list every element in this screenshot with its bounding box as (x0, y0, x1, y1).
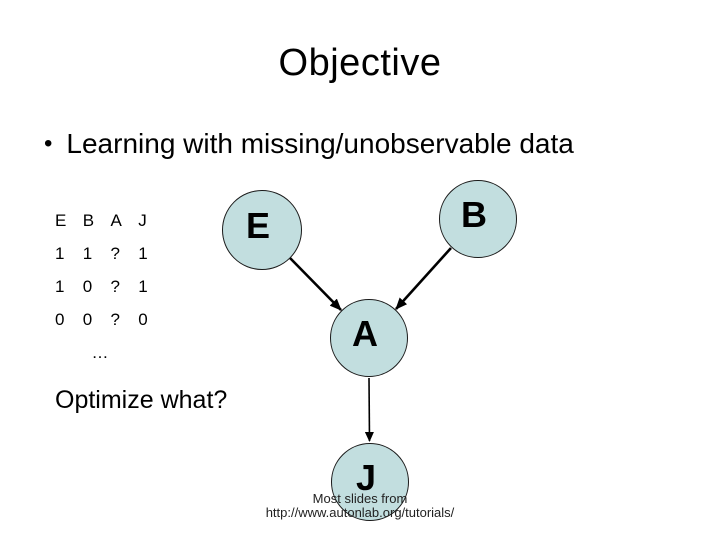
node-e-label: E (245, 205, 270, 246)
node-j-label: J (355, 457, 377, 498)
edge-b-to-a (395, 247, 452, 310)
table-cell: 1 (55, 277, 65, 296)
node-e: E (222, 190, 302, 270)
table-row: 0 0 ? 0 (55, 303, 161, 336)
table-row: 1 0 ? 1 (55, 270, 161, 303)
table-cell: 0 (55, 310, 65, 329)
header-cell: A (110, 211, 122, 230)
node-b: B (439, 180, 517, 258)
node-j: J (331, 443, 409, 521)
table-cell: 1 (82, 244, 93, 263)
table-row: 1 1 ? 1 (55, 237, 161, 270)
node-a-label: A (352, 313, 378, 354)
optimize-question: Optimize what? (55, 386, 228, 414)
edge-e-to-a (289, 257, 342, 311)
table-ellipsis: … (91, 343, 111, 362)
table-cell: 0 (82, 277, 93, 296)
edge-a-to-j (364, 377, 374, 442)
table-cell: 1 (138, 244, 148, 263)
table-cell: ? (110, 310, 120, 329)
header-cell: J (138, 211, 147, 230)
table-cell: 1 (138, 277, 148, 296)
header-cell: E (55, 211, 67, 230)
table-cell: 1 (55, 244, 65, 263)
node-a: A (330, 299, 408, 377)
slide-title: Objective (278, 42, 442, 84)
table-cell: ? (110, 277, 120, 296)
attribution-footer: Most slides from http://www.autonlab.org… (160, 492, 560, 520)
bullet-text: Learning with missing/unobservable data (66, 128, 574, 159)
table-cell: 0 (82, 310, 93, 329)
table-cell: 0 (138, 310, 148, 329)
table-header-row: E B A J (55, 204, 161, 237)
attribution-line1: Most slides from (312, 491, 408, 506)
bullet-icon: • (44, 130, 53, 157)
bullet-line: • Learning with missing/unobservable data (44, 128, 574, 160)
observations-table: E B A J 1 1 ? 1 1 0 ? 1 0 0 ? 0 … (55, 204, 161, 369)
table-cell: ? (110, 244, 120, 263)
node-b-label: B (461, 194, 487, 235)
attribution-line2: http://www.autonlab.org/tutorials/ (265, 505, 455, 520)
header-cell: B (82, 211, 95, 230)
